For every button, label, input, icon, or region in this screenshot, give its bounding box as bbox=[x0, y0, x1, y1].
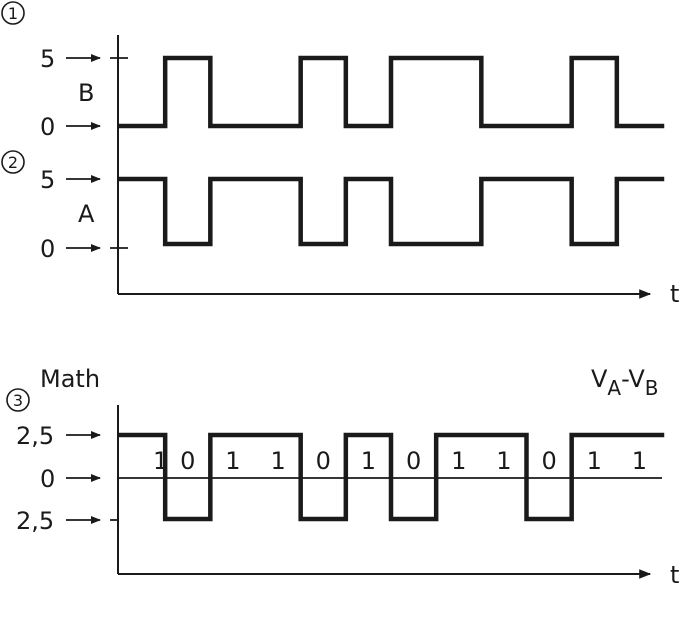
panel-marker-3: 3 bbox=[6, 388, 30, 412]
formula-sub-a: A bbox=[607, 376, 621, 400]
b-tick-label-5: 5 bbox=[40, 45, 55, 73]
math-tick-label-neg: 2,5 bbox=[16, 507, 54, 535]
signal-trace-math bbox=[117, 432, 665, 522]
a-signal-label: A bbox=[78, 200, 95, 228]
bit-label: 0 bbox=[180, 447, 195, 475]
signal-trace-b bbox=[117, 55, 665, 129]
bit-label: 0 bbox=[316, 447, 331, 475]
a-tick-label-5: 5 bbox=[40, 166, 55, 194]
bit-label: 1 bbox=[451, 447, 466, 475]
math-tick-label-pos: 2,5 bbox=[16, 422, 54, 450]
circle-icon bbox=[1, 150, 25, 174]
b-tick-label-0: 0 bbox=[40, 113, 55, 141]
panel-marker-3-text: 3 bbox=[13, 391, 23, 410]
circle-icon bbox=[6, 388, 30, 412]
bit-label: 1 bbox=[153, 447, 168, 475]
bit-label: 1 bbox=[632, 447, 647, 475]
a-tick-label-0: 0 bbox=[40, 235, 55, 263]
bit-label: 0 bbox=[406, 447, 421, 475]
panel-marker-1: 1 bbox=[1, 1, 25, 25]
bit-label: 1 bbox=[587, 447, 602, 475]
math-title: Math bbox=[40, 365, 100, 393]
formula-sub-b: B bbox=[645, 376, 659, 400]
panel-marker-2-text: 2 bbox=[8, 153, 18, 172]
circle-icon bbox=[1, 1, 25, 25]
formula-v-a: V bbox=[591, 365, 608, 393]
bit-label: 1 bbox=[496, 447, 511, 475]
math-formula: VA-VB bbox=[591, 365, 659, 400]
math-tick-label-zero: 0 bbox=[40, 465, 55, 493]
bit-label: 1 bbox=[225, 447, 240, 475]
signal-trace-a bbox=[117, 176, 665, 247]
bit-label: 1 bbox=[361, 447, 376, 475]
formula-dash: - bbox=[621, 365, 629, 393]
math-x-axis-label: t bbox=[670, 561, 679, 589]
formula-v-b: V bbox=[628, 365, 645, 393]
b-signal-label: B bbox=[78, 79, 94, 107]
bit-label: 1 bbox=[270, 447, 285, 475]
bit-label: 0 bbox=[541, 447, 556, 475]
panel-marker-1-text: 1 bbox=[8, 4, 18, 23]
top-x-axis-label: t bbox=[670, 280, 679, 308]
panel-marker-2: 2 bbox=[1, 150, 25, 174]
